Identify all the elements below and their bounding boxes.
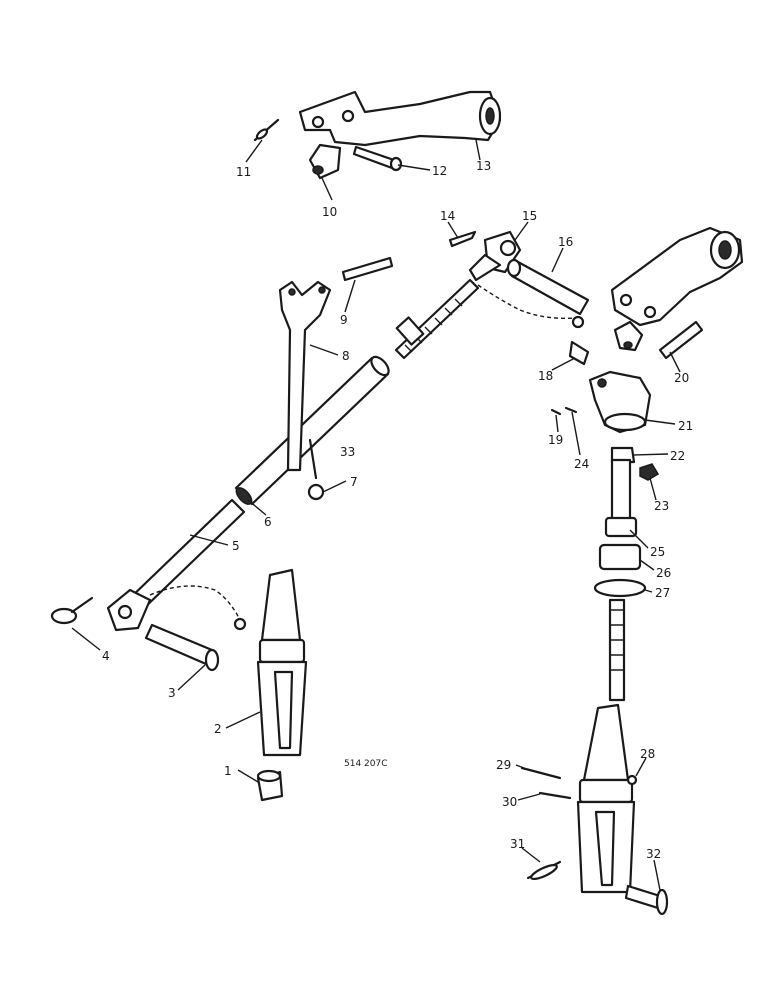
right-lift-arm: [610, 226, 744, 327]
part-6-turnbuckle-tube: [234, 355, 390, 506]
part-18-clip: [568, 340, 590, 366]
part-9-bolt: [341, 256, 394, 282]
part-10-bush: [308, 143, 342, 180]
callout-14: 14: [440, 209, 455, 223]
callout-11: 11: [236, 165, 251, 179]
part-11-lynch-pin: [253, 118, 280, 142]
callout-33: 33: [340, 445, 355, 459]
callout-29: 29: [496, 758, 511, 772]
part-23-nut: [639, 463, 660, 481]
right-lower-fork: [576, 703, 636, 894]
callout-9: 9: [340, 313, 348, 327]
callout-27: 27: [655, 586, 670, 600]
part-5-lower-link: [106, 498, 246, 632]
callout-5: 5: [232, 539, 240, 553]
callout-20: 20: [674, 371, 689, 385]
part-12-bolt: [352, 145, 403, 172]
check-chain-lower: [149, 585, 247, 631]
part-2-lower-fork: [256, 568, 308, 757]
part-13-lift-arm: [298, 90, 502, 147]
leader-lines: [71, 139, 681, 891]
part-30-bolt: [538, 791, 572, 800]
part-3-bolt: [144, 623, 220, 672]
part-29-bolt: [520, 766, 562, 780]
part-32-pin: [624, 884, 669, 916]
part-22-nut: [610, 446, 636, 464]
part-20-bolt: [658, 320, 704, 360]
callout-25: 25: [650, 545, 665, 559]
callout-15: 15: [522, 209, 537, 223]
callout-16: 16: [558, 235, 573, 249]
callout-31: 31: [510, 837, 525, 851]
callout-1: 1: [224, 764, 232, 778]
callout-18: 18: [538, 369, 553, 383]
part-24-pin: [564, 406, 578, 414]
callout-4: 4: [102, 649, 110, 663]
callout-19: 19: [548, 433, 563, 447]
callout-6: 6: [264, 515, 272, 529]
threaded-rod: [394, 278, 480, 360]
callout-23: 23: [654, 499, 669, 513]
callout-28: 28: [640, 747, 655, 761]
part-16-pin: [506, 258, 590, 316]
check-chain-upper: [477, 284, 585, 329]
right-arm-bush: [613, 320, 644, 352]
callout-8: 8: [342, 349, 350, 363]
callout-30: 30: [502, 795, 517, 809]
callout-24: 24: [574, 457, 589, 471]
part-1-sleeve: [256, 769, 284, 802]
part-28-nut: [626, 774, 638, 786]
lift-rod-vertical: [593, 458, 647, 702]
callout-13: 13: [476, 159, 491, 173]
drawing-reference-code: 514 207C: [344, 759, 388, 769]
part-7-ball: [307, 483, 325, 501]
callout-12: 12: [432, 164, 447, 178]
part-21-fork: [588, 370, 652, 434]
callout-3: 3: [168, 686, 176, 700]
part-19-pin: [550, 408, 562, 416]
part-33-pin: [308, 438, 318, 480]
callout-10: 10: [322, 205, 337, 219]
callout-labels: 1 2 3 4 5 6 7 8 9 10 11 12 13 14 15 16 1…: [102, 159, 693, 861]
callout-2: 2: [214, 722, 222, 736]
part-4-pin: [50, 596, 94, 625]
callout-32: 32: [646, 847, 661, 861]
part-8-lift-rod: [278, 280, 332, 472]
callout-21: 21: [678, 419, 693, 433]
callout-22: 22: [670, 449, 685, 463]
callout-7: 7: [350, 475, 358, 489]
part-14-clip: [448, 230, 477, 248]
part-31-lynch-pin: [526, 860, 562, 881]
callout-26: 26: [656, 566, 671, 580]
